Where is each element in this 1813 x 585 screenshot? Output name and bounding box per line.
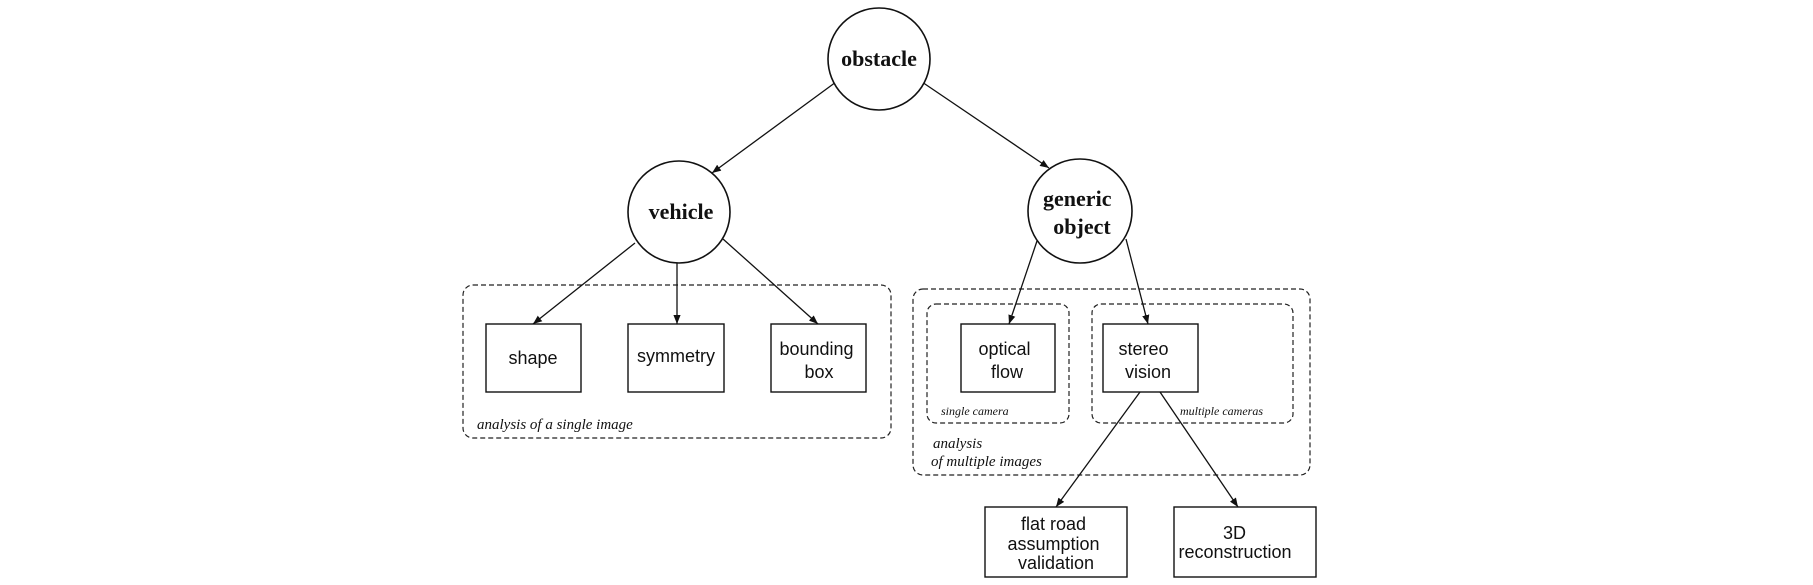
node-flat-road-assumption (984, 506, 1128, 578)
node-flat-road-line2: assumption (1007, 534, 1099, 554)
node-optical-flow (960, 323, 1056, 393)
group-multiple-images (912, 288, 1311, 476)
node-vehicle (627, 160, 731, 264)
edge-generic-optical-flow (1008, 240, 1038, 325)
node-optical-flow-line1: optical (978, 339, 1030, 359)
edge-obstacle-vehicle (711, 81, 837, 174)
node-flat-road-line1: flat road (1021, 514, 1086, 534)
node-generic-object-line1: generic (1043, 186, 1112, 211)
node-shape (485, 323, 582, 393)
node-optical-flow-label: optical flow (978, 339, 1035, 382)
node-stereo-vision-label: stereo vision (1118, 339, 1173, 382)
node-symmetry (627, 323, 725, 393)
node-obstacle-label: obstacle (841, 46, 917, 71)
node-3d-reconstruction-label: 3D reconstruction (1178, 523, 1291, 562)
node-obstacle (827, 7, 931, 111)
node-generic-object-label: generic object (1043, 186, 1117, 239)
caption-single-camera: single camera (941, 404, 1009, 418)
node-optical-flow-line2: flow (991, 362, 1024, 382)
node-flat-road-label: flat road assumption validation (1007, 514, 1104, 573)
edge-stereo-flat-road (1055, 391, 1141, 508)
caption-multiple-cameras: multiple cameras (1180, 404, 1263, 418)
edge-obstacle-generic-object (921, 81, 1050, 169)
edge-generic-stereo-vision (1125, 238, 1150, 325)
node-bounding-box (770, 323, 867, 393)
node-3d-reconstruction-line1: 3D (1223, 523, 1246, 543)
node-generic-object (1027, 158, 1133, 264)
node-stereo-vision-line1: stereo (1118, 339, 1168, 359)
node-shape-label: shape (508, 348, 557, 368)
node-3d-reconstruction-line2: reconstruction (1178, 542, 1291, 562)
edge-vehicle-shape (532, 242, 636, 325)
caption-multiple-images: analysis of multiple images (931, 436, 1042, 470)
node-stereo-vision (1102, 323, 1199, 393)
caption-multiple-images-line1: analysis (933, 436, 982, 452)
caption-single-image: analysis of a single image (477, 417, 633, 433)
group-multiple-cameras (1091, 303, 1294, 424)
node-flat-road-line3: validation (1018, 553, 1094, 573)
edge-stereo-3d-reconstruction (1159, 391, 1239, 508)
caption-multiple-images-line2: of multiple images (931, 454, 1042, 470)
edge-vehicle-bounding-box (722, 238, 819, 325)
node-bounding-box-label: bounding box (779, 339, 858, 382)
node-symmetry-label: symmetry (637, 346, 715, 366)
node-vehicle-label: vehicle (649, 199, 714, 224)
node-bounding-box-line1: bounding (779, 339, 853, 359)
group-single-camera (926, 303, 1070, 424)
node-3d-reconstruction (1173, 506, 1317, 578)
node-bounding-box-line2: box (804, 362, 833, 382)
node-generic-object-line2: object (1053, 214, 1111, 239)
node-stereo-vision-line2: vision (1125, 362, 1171, 382)
